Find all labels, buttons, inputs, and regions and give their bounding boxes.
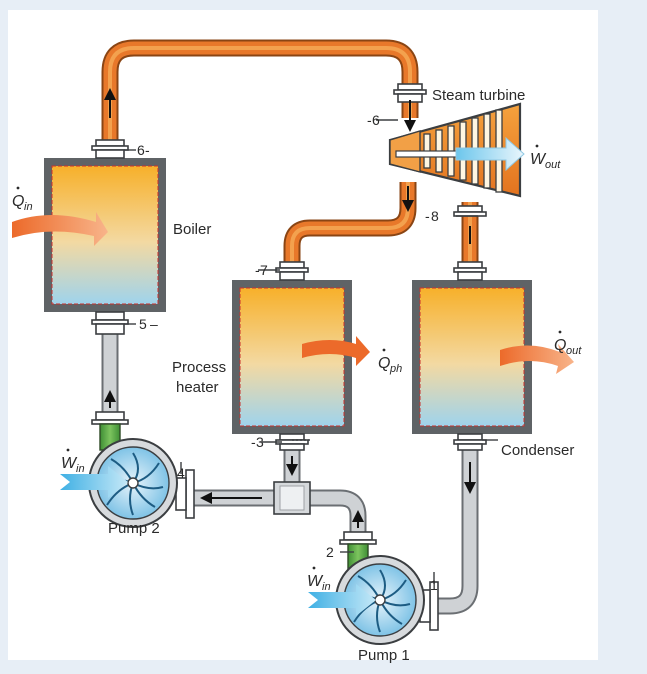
heat-in-arrow <box>12 212 108 246</box>
work-in-pump2-arrow <box>60 466 128 498</box>
pump-2 <box>88 423 195 528</box>
state-6-boiler: 6 <box>137 142 145 158</box>
state-6-turbine: 6 <box>372 112 380 128</box>
state-7: 7 <box>260 262 268 278</box>
svg-text:out: out <box>566 345 582 357</box>
svg-text:-: - <box>367 112 372 128</box>
state-3: 3 <box>256 434 264 450</box>
q-out-symbol: Q out <box>554 330 582 357</box>
svg-text:-: - <box>255 262 260 278</box>
svg-text:Q: Q <box>378 355 390 372</box>
pump1-label: Pump 1 <box>358 647 410 664</box>
svg-text:out: out <box>545 159 561 171</box>
q-ph-symbol: Q ph <box>378 348 402 375</box>
process-heater <box>232 280 352 434</box>
mixing-chamber <box>273 481 311 515</box>
process-heater-label-line2: heater <box>176 379 219 396</box>
svg-text:in: in <box>24 201 33 213</box>
svg-text:-: - <box>425 208 430 224</box>
svg-text:Q: Q <box>12 193 24 210</box>
svg-text:-: - <box>251 434 256 450</box>
state-4: 4 <box>177 465 185 481</box>
boiler-label: Boiler <box>173 221 211 238</box>
svg-text:W: W <box>530 151 547 168</box>
state-labels: 6 - 5 – - 6 - 7 - 8 - 3 4 2 1 <box>137 112 439 593</box>
svg-text:-: - <box>145 142 150 158</box>
svg-text:ph: ph <box>389 363 402 375</box>
svg-text:W: W <box>61 455 78 472</box>
labels: Steam turbine Boiler Process heater Cond… <box>108 87 574 664</box>
svg-text:–: – <box>150 316 158 332</box>
process-heater-label-line1: Process <box>172 359 226 376</box>
q-in-symbol: Q in <box>12 186 33 213</box>
state-2: 2 <box>326 544 334 560</box>
heat-out-arrow <box>500 344 574 374</box>
w-in-pump2-symbol: W in <box>61 448 85 475</box>
work-out-arrow <box>455 136 525 172</box>
svg-text:Q: Q <box>554 337 566 354</box>
w-out-symbol: W out <box>530 144 561 171</box>
steam-turbine-label: Steam turbine <box>432 87 525 104</box>
state-8: 8 <box>431 208 439 224</box>
svg-text:in: in <box>76 463 85 475</box>
state-1: 1 <box>430 577 438 593</box>
flow-arrows <box>104 88 476 528</box>
state-markers <box>124 119 498 584</box>
energy-symbols: Q in Q ph Q out W out W in W in <box>12 144 582 593</box>
condenser-label: Condenser <box>501 442 574 459</box>
heat-ph-arrow <box>302 336 370 366</box>
pump2-label: Pump 2 <box>108 520 160 537</box>
w-in-pump1-symbol: W in <box>307 566 331 593</box>
state-5: 5 <box>139 316 147 332</box>
svg-text:W: W <box>307 573 324 590</box>
work-in-pump1-arrow <box>308 584 376 616</box>
svg-text:in: in <box>322 581 331 593</box>
